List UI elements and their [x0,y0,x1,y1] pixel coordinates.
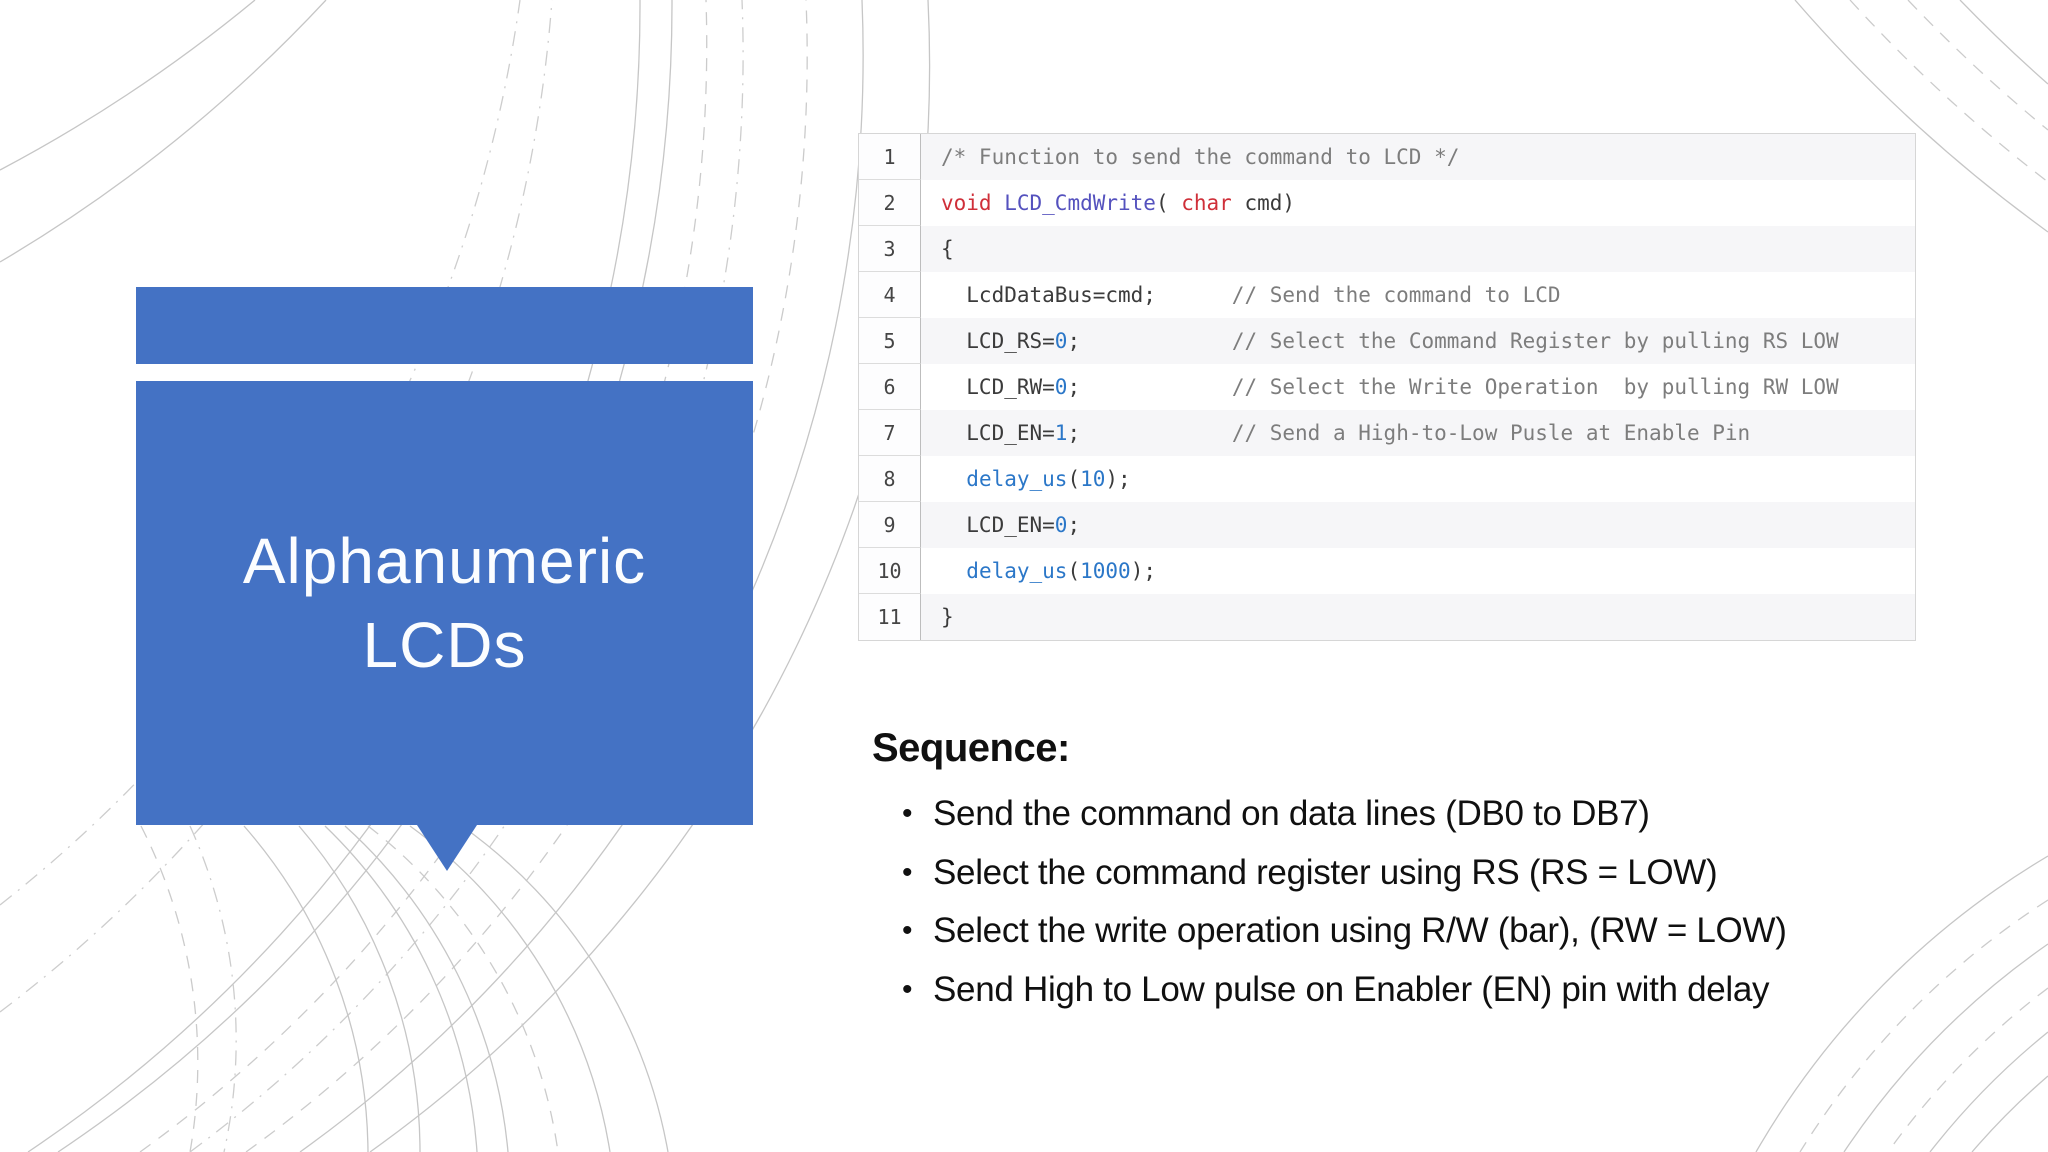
background-arc [1907,0,2048,131]
list-item: • Send High to Low pulse on Enabler (EN)… [872,961,1972,1020]
line-number: 7 [859,410,921,456]
background-arc [1794,0,2048,233]
line-number: 11 [859,594,921,640]
callout-tail-pointer [417,825,477,871]
code-line: 11} [859,594,1915,640]
sequence-section: Sequence: • Send the command on data lin… [872,726,1972,1019]
background-arc [243,825,369,1152]
code-text: delay_us(1000); [921,548,1915,594]
code-text: LcdDataBus=cmd; // Send the command to L… [921,272,1915,318]
list-item-text: Select the write operation using R/W (ba… [933,911,1787,951]
background-arc [0,0,553,1013]
code-line: 5 LCD_RS=0; // Select the Command Regist… [859,318,1915,364]
bullet-icon: • [902,914,913,948]
list-item: • Select the write operation using R/W (… [872,902,1972,961]
code-snippet-panel: 1/* Function to send the command to LCD … [858,133,1916,641]
background-arc [1843,943,2048,1152]
code-line: 7 LCD_EN=1; // Send a High-to-Low Pusle … [859,410,1915,456]
code-text: LCD_EN=0; [921,502,1915,548]
background-arc [1755,855,2048,1152]
list-item-text: Select the command register using RS (RS… [933,852,1718,892]
background-arc [298,825,421,1152]
background-arc [1849,0,2048,183]
code-text: LCD_RW=0; // Select the Write Operation … [921,364,1915,410]
list-item-text: Send High to Low pulse on Enabler (EN) p… [933,969,1770,1009]
background-arc [344,825,509,1152]
list-item: • Send the command on data lines (DB0 to… [872,785,1972,844]
line-number: 1 [859,134,921,180]
line-number: 8 [859,456,921,502]
code-line: 10 delay_us(1000); [859,548,1915,594]
callout-top-bar [136,287,753,364]
line-number: 10 [859,548,921,594]
code-line: 3{ [859,226,1915,272]
list-item-text: Send the command on data lines (DB0 to D… [933,794,1650,834]
background-arc [1929,1031,2048,1152]
slide-title-line2: LCDs [362,609,527,681]
bullet-icon: • [902,797,913,831]
background-arc [1887,987,2048,1152]
background-arc [1971,1075,2048,1152]
code-text: LCD_EN=1; // Send a High-to-Low Pusle at… [921,410,1915,456]
line-number: 2 [859,180,921,226]
background-arc [189,825,237,1152]
code-line: 6 LCD_RW=0; // Select the Write Operatio… [859,364,1915,410]
background-arc [0,0,327,263]
background-arc [1799,899,2048,1152]
background-arc [367,825,559,1152]
list-item: • Select the command register using RS (… [872,844,1972,903]
bullet-icon: • [902,855,913,889]
code-text: void LCD_CmdWrite( char cmd) [921,180,1915,226]
line-number: 6 [859,364,921,410]
code-line: 9 LCD_EN=0; [859,502,1915,548]
code-line: 4 LcdDataBus=cmd; // Send the command to… [859,272,1915,318]
background-arc [324,825,478,1152]
code-text: { [921,226,1915,272]
line-number: 5 [859,318,921,364]
code-text: /* Function to send the command to LCD *… [921,134,1915,180]
sequence-heading: Sequence: [872,726,1070,770]
code-text: } [921,594,1915,640]
background-arc [140,825,199,1152]
background-arc [461,825,669,1152]
line-number: 3 [859,226,921,272]
background-arc [0,0,256,171]
code-line: 1/* Function to send the command to LCD … [859,134,1915,180]
code-lines: 1/* Function to send the command to LCD … [859,134,1915,640]
line-number: 9 [859,502,921,548]
code-line: 8 delay_us(10); [859,456,1915,502]
slide-title-line1: Alphanumeric [242,524,647,597]
background-arc [1959,0,2048,85]
code-text: LCD_RS=0; // Select the Command Register… [921,318,1915,364]
line-number: 4 [859,272,921,318]
bullet-icon: • [902,972,913,1006]
background-arc [409,825,611,1152]
code-text: delay_us(10); [921,456,1915,502]
callout-shape: Alphanumeric LCDs [136,381,753,825]
